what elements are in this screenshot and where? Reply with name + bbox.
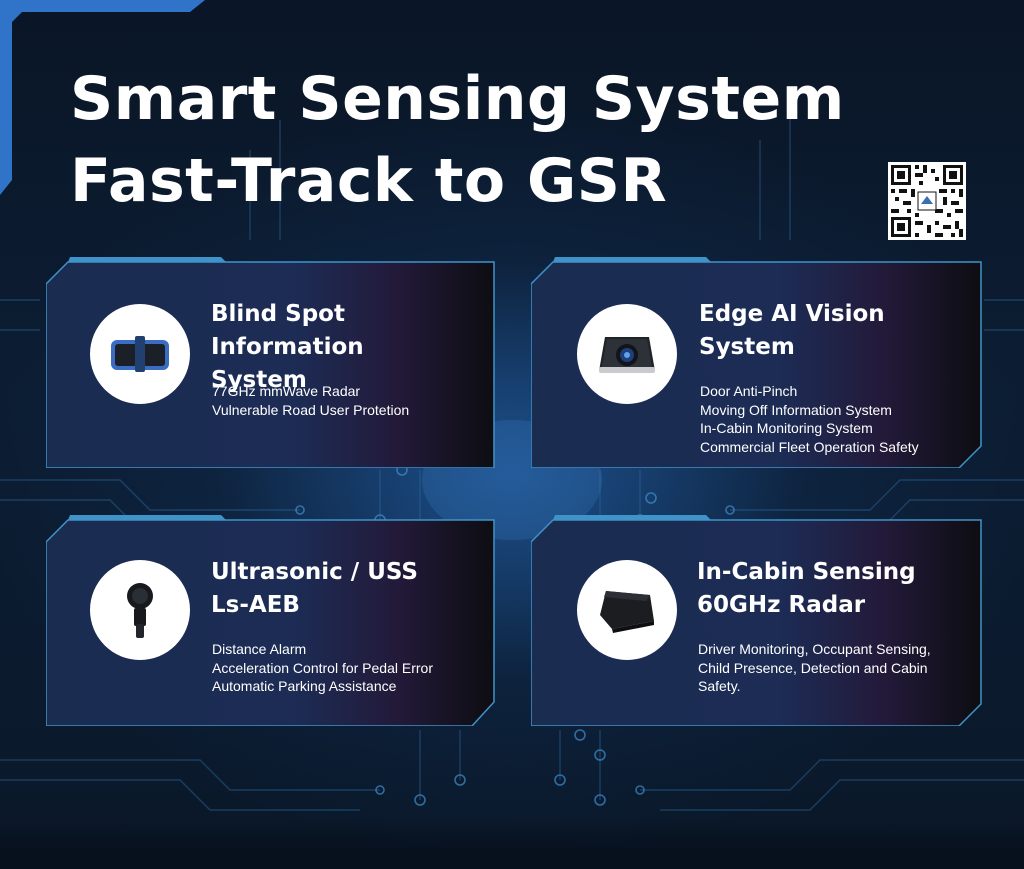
list-item: Vulnerable Road User Protetion <box>212 401 410 418</box>
feature-list: 77GHz mmWave Radar Vulnerable Road User … <box>212 382 409 419</box>
list-item: Distance Alarm <box>212 641 307 657</box>
list-item: 77GHz mmWave Radar <box>212 383 361 399</box>
card-title: In-Cabin Sensing 60GHz Radar <box>697 556 916 622</box>
camera-module-icon <box>577 304 677 404</box>
page-title-line-1: Smart Sensing System <box>70 64 845 134</box>
list-item: Commercial Fleet Operation Safety <box>700 438 919 455</box>
card-title: Edge AI Vision System <box>699 298 885 364</box>
card-in-cabin-sensing[interactable]: In-Cabin Sensing 60GHz Radar Driver Moni… <box>531 512 983 726</box>
qr-code-icon[interactable] <box>888 162 966 240</box>
card-edge-ai-vision[interactable]: Edge AI Vision System Door Anti-Pinch Mo… <box>531 254 983 468</box>
card-title-line-2: 60GHz Radar <box>697 592 866 618</box>
cabin-radar-icon <box>577 560 677 660</box>
list-item: Door Anti-Pinch <box>700 383 798 399</box>
card-title-line-1: Edge AI Vision <box>699 301 885 327</box>
radar-sensor-icon <box>90 304 190 404</box>
bottom-band <box>0 817 1024 869</box>
feature-list: Distance Alarm Acceleration Control for … <box>212 640 433 696</box>
list-item: Safety. <box>698 678 741 694</box>
card-title: Blind Spot Information System <box>211 298 498 397</box>
list-item: Moving Off Information System <box>700 401 892 418</box>
list-item: In-Cabin Monitoring System <box>700 420 873 436</box>
list-item: Automatic Parking Assistance <box>212 678 397 694</box>
list-item: Child Presence, Detection and Cabin <box>698 659 928 676</box>
card-title-line-2: System <box>211 367 307 393</box>
feature-list: Door Anti-Pinch Moving Off Information S… <box>700 382 919 456</box>
card-title-line-2: System <box>699 334 795 360</box>
feature-list: Driver Monitoring, Occupant Sensing, Chi… <box>698 640 931 696</box>
page-title-line-2: Fast-Track to GSR <box>70 146 668 216</box>
card-title-line-1: Blind Spot Information <box>211 301 364 360</box>
card-title: Ultrasonic / USS Ls-AEB <box>211 556 418 622</box>
list-item: Driver Monitoring, Occupant Sensing, <box>698 641 931 657</box>
card-ultrasonic-uss[interactable]: Ultrasonic / USS Ls-AEB Distance Alarm A… <box>46 512 498 726</box>
card-title-line-2: Ls-AEB <box>211 592 300 618</box>
card-blind-spot-information[interactable]: Blind Spot Information System 77GHz mmWa… <box>46 254 498 468</box>
ultrasonic-sensor-icon <box>90 560 190 660</box>
page-title: Smart Sensing System Fast-Track to GSR <box>70 58 845 222</box>
card-title-line-1: In-Cabin Sensing <box>697 559 916 585</box>
card-title-line-1: Ultrasonic / USS <box>211 559 418 585</box>
list-item: Acceleration Control for Pedal Error <box>212 659 433 676</box>
